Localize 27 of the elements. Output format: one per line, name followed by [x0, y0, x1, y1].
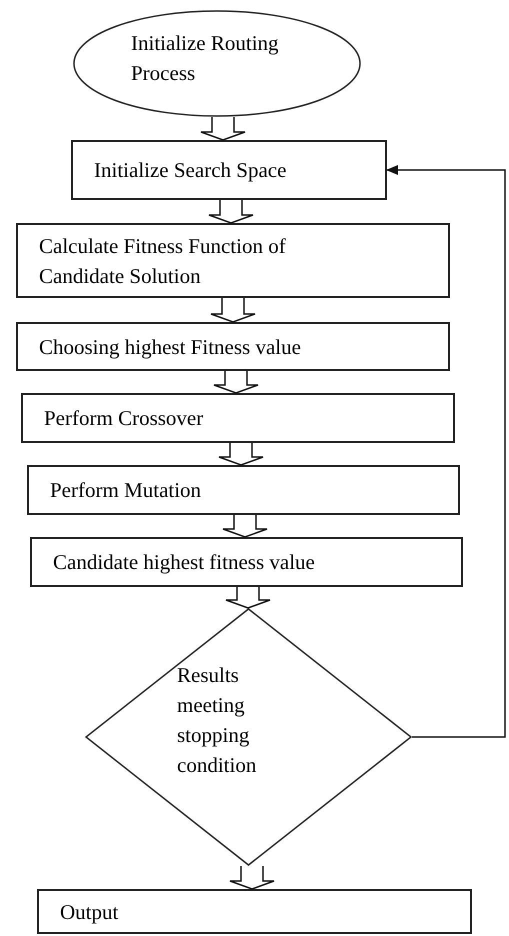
process-box [37, 889, 472, 934]
block-arrow [200, 116, 246, 141]
node-label: Choosing highest Fitness value [39, 334, 302, 360]
process-box [71, 140, 387, 200]
node-label: Results meeting stopping condition [177, 662, 258, 779]
block-arrow [218, 442, 264, 466]
node-label: Perform Crossover [44, 405, 204, 432]
node-label: Initialize Search Space [94, 157, 288, 184]
block-arrow [210, 297, 256, 323]
node-label: Initialize Routing Process [131, 30, 280, 87]
process-box [16, 322, 450, 371]
block-arrow [225, 586, 271, 609]
decision-diamond [85, 608, 412, 866]
process-box [27, 465, 460, 515]
block-arrow [208, 199, 254, 224]
block-arrow [213, 370, 259, 394]
feedback-arrow [386, 165, 506, 738]
start-ellipse [73, 10, 361, 117]
node-label: Perform Mutation [50, 477, 202, 504]
node-label: Output [60, 898, 120, 926]
block-arrow [222, 514, 268, 538]
process-box [21, 393, 455, 443]
process-box [16, 223, 450, 298]
node-label: Calculate Fitness Function of Candidate Solution [39, 232, 287, 290]
process-box [30, 537, 463, 587]
node-label: Candidate highest fitness value [53, 549, 316, 576]
block-arrow [229, 865, 275, 890]
